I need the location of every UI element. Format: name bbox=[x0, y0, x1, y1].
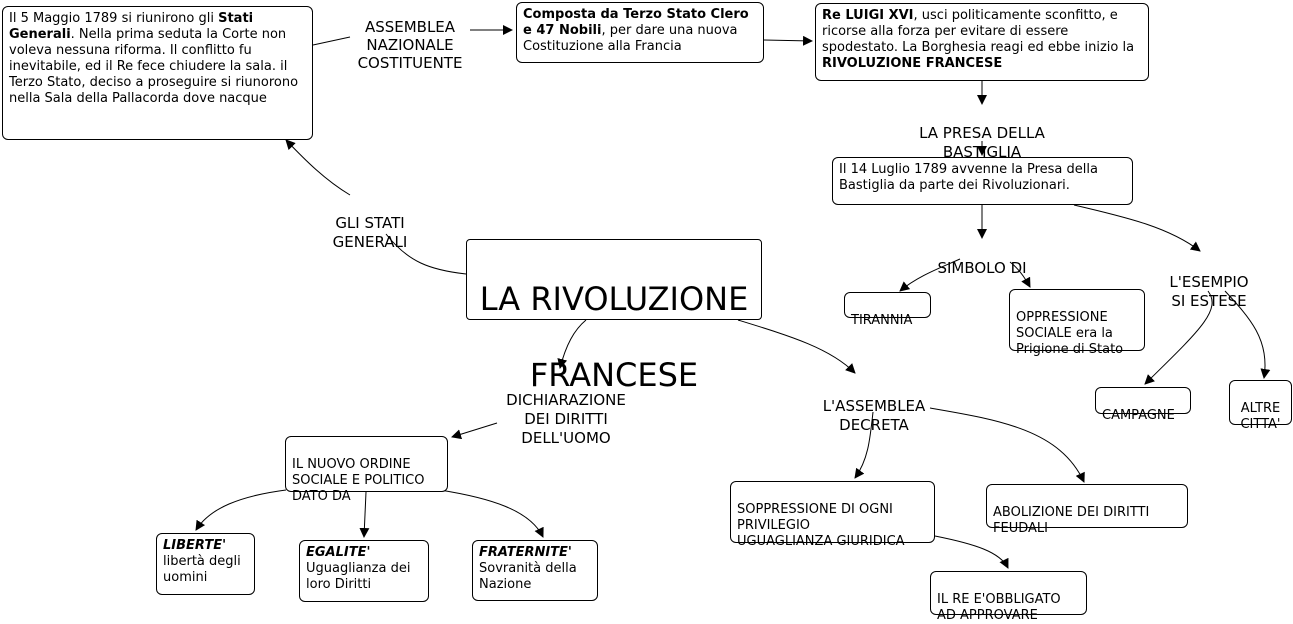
box-soppressione-privilegio[interactable]: SOPPRESSIONE DI OGNI PRIVILEGIO UGUAGLIA… bbox=[730, 481, 935, 549]
connector-esempio-campagne bbox=[1144, 290, 1213, 385]
connector-central-dichiarazione bbox=[557, 319, 587, 369]
box-fraternite[interactable]: FRATERNITE' Sovranità della Nazione bbox=[472, 540, 598, 601]
connector-bastiglia-esempio bbox=[1073, 204, 1201, 252]
connector-simbolo-tirannia bbox=[899, 258, 961, 292]
connector-esempio-altre bbox=[1224, 290, 1271, 379]
central-topic[interactable]: LA RIVOLUZIONE FRANCESE bbox=[466, 239, 762, 394]
connector-decreta-soppressione bbox=[854, 411, 874, 479]
box-egalite[interactable]: EGALITE' Uguaglianza dei loro Diritti bbox=[299, 540, 429, 602]
box-presa-bastiglia[interactable]: Il 14 Luglio 1789 avvenne la Presa della… bbox=[832, 157, 1133, 205]
connector-dichiarazione-ordine bbox=[451, 422, 498, 440]
connector-central-decreta bbox=[737, 319, 856, 374]
central-title-line1: LA RIVOLUZIONE bbox=[479, 280, 749, 318]
box-stati-generali[interactable]: Il 5 Maggio 1789 si riunirono gli Stati … bbox=[2, 6, 313, 140]
central-title-line2: FRANCESE bbox=[529, 356, 699, 394]
label-simbolo-di: SIMBOLO DI bbox=[937, 259, 1027, 277]
connector-composta-luigi bbox=[763, 35, 813, 46]
connector-ordine-liberte bbox=[195, 489, 287, 531]
connector-soppressione-re bbox=[934, 535, 1009, 569]
box-abolizione-diritti[interactable]: ABOLIZIONE DEI DIRITTI FEUDALI bbox=[986, 484, 1188, 536]
box-campagne[interactable]: CAMPAGNE bbox=[1095, 387, 1191, 423]
connector-simbolo-oppressione bbox=[1009, 261, 1031, 288]
box-oppressione-sociale[interactable]: OPPRESSIONE SOCIALE era la Prigione di S… bbox=[1009, 289, 1145, 357]
connector-ordine-fraternite bbox=[439, 489, 544, 538]
box-luigi-xvi[interactable]: Re LUIGI XVI, usci politicamente sconfit… bbox=[815, 3, 1149, 81]
box-nuovo-ordine[interactable]: IL NUOVO ORDINE SOCIALE E POLITICO DATO … bbox=[285, 436, 448, 504]
connector-box-assemblea bbox=[312, 36, 351, 46]
box-altre-citta[interactable]: ALTRE CITTA' bbox=[1229, 380, 1292, 432]
box-composta[interactable]: Composta da Terzo Stato Clero e 47 Nobil… bbox=[516, 2, 764, 63]
connector-decreta-abolizione bbox=[929, 407, 1085, 483]
box-tirannia[interactable]: TIRANNIA bbox=[844, 292, 931, 328]
box-liberte[interactable]: LIBERTE' libertà degli uomini bbox=[156, 533, 255, 595]
box-re-obbligato[interactable]: IL RE E'OBBLIGATO AD APPROVARE bbox=[930, 571, 1087, 623]
connector-central-stati bbox=[385, 233, 467, 275]
connector-ordine-egalite bbox=[359, 491, 370, 538]
connector-stati-box bbox=[285, 139, 351, 196]
